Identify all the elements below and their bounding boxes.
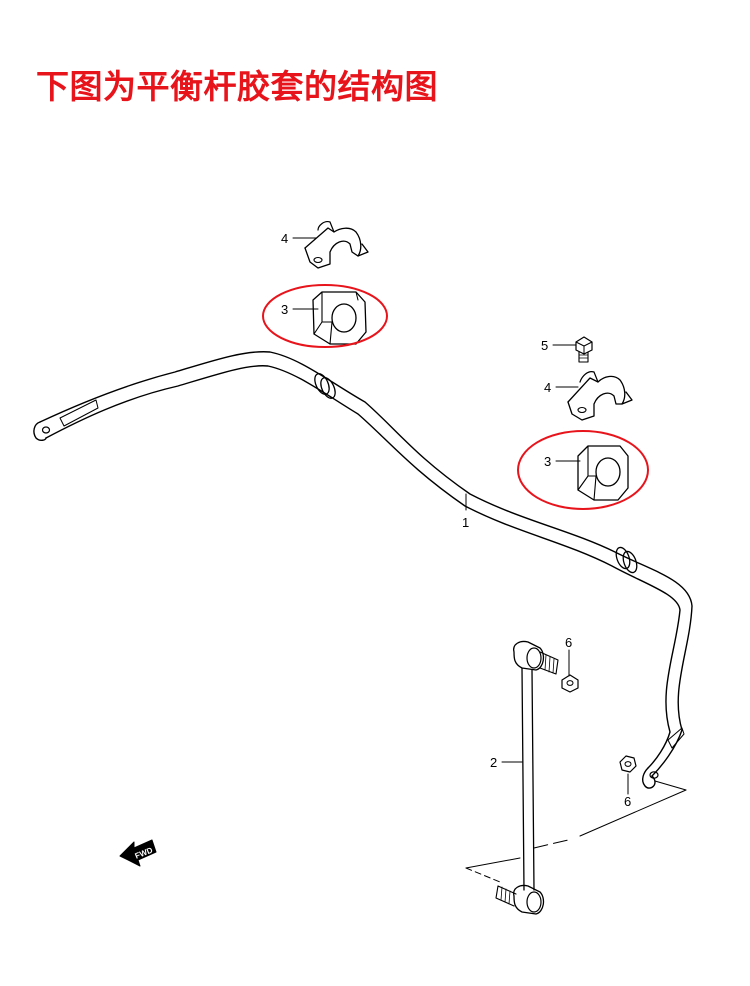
callout-stabilizer-link: 2 [490,755,497,770]
stabilizer-bar [33,351,693,789]
stabilizer-link [495,640,559,915]
installation-guide-lines [465,780,687,883]
callout-stabilizer-bar: 1 [462,515,469,530]
callout-bolt: 5 [541,338,548,353]
callout-bracket-upper: 4 [281,231,288,246]
highlight-circle-lower [517,430,649,510]
callout-bushing-lower: 3 [544,454,551,469]
callout-bracket-lower: 4 [544,380,551,395]
bolt [575,336,593,363]
callout-nut-lower: 6 [624,794,631,809]
highlight-circle-upper [262,284,388,348]
bushing-upper [312,291,367,345]
forward-direction-arrow-icon: FWD [119,839,157,867]
bracket-upper [304,221,369,269]
bracket-lower [567,371,633,421]
page-heading: 下图为平衡杆胶套的结构图 [36,67,438,106]
bushing-lower [577,445,629,501]
nut-upper [561,674,579,693]
callout-leaders [292,237,629,795]
nut-lower [619,755,637,773]
callout-bushing-upper: 3 [281,302,288,317]
callout-nut-upper: 6 [565,635,572,650]
